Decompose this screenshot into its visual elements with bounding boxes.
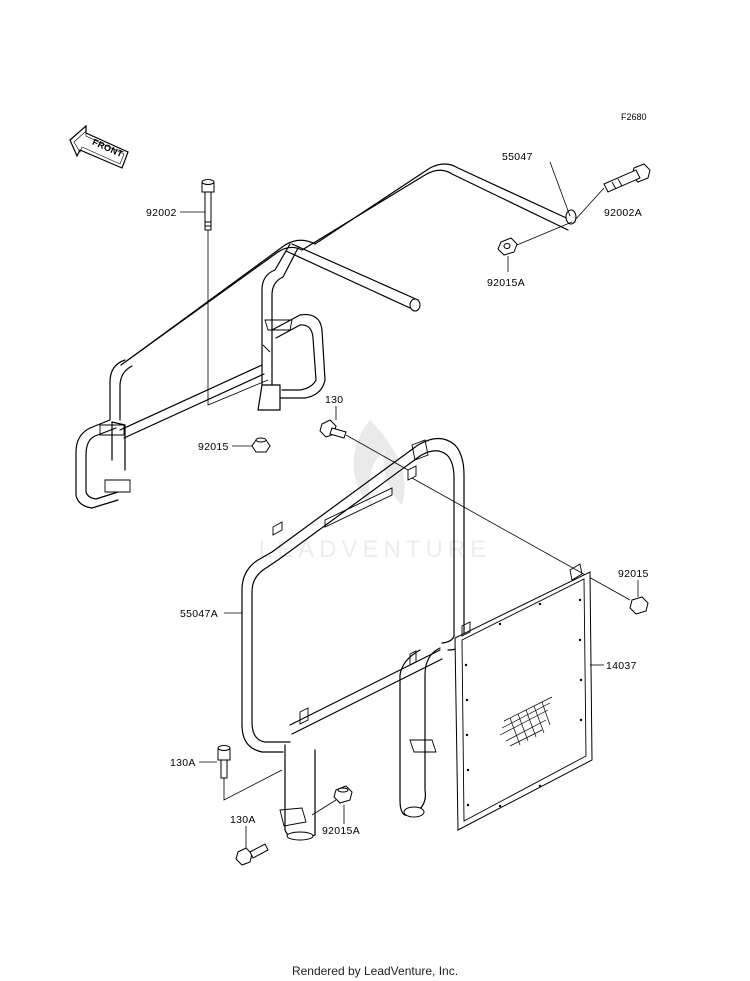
callout-130A-top: 130A <box>170 757 196 769</box>
leader-92015-right <box>411 477 631 601</box>
nut-92015A-bottom <box>333 785 353 804</box>
leader-92002-shaft <box>207 230 269 406</box>
callout-92002A: 92002A <box>604 207 642 219</box>
nut-92015A-upper <box>497 237 518 256</box>
roll-bar-rear <box>75 163 577 509</box>
callout-130A-bottom: 130A <box>230 814 256 826</box>
bolt-92002 <box>201 179 215 231</box>
callout-92015-left: 92015 <box>198 441 229 453</box>
callout-92015A-bottom: 92015A <box>322 825 360 837</box>
watermark-text: LEADVENTURE <box>259 536 491 563</box>
leader-92015A-upper <box>516 221 573 246</box>
mesh-pattern <box>499 696 553 747</box>
bolt-130 <box>319 419 347 439</box>
nut-92015-left <box>251 437 271 453</box>
leader-55047 <box>549 161 571 217</box>
bolt-92002A <box>603 163 651 193</box>
callout-92015-right: 92015 <box>618 568 649 580</box>
callout-130: 130 <box>325 394 343 406</box>
callout-55047: 55047 <box>502 151 533 163</box>
mesh-screen <box>454 563 593 831</box>
figure-code: F2680 <box>621 112 647 122</box>
callout-14037: 14037 <box>606 660 637 672</box>
leader-130 <box>345 434 409 471</box>
front-arrow-icon: FRONT <box>69 124 129 169</box>
leader-92002A <box>574 187 605 221</box>
leader-92015A-bottom <box>311 799 337 816</box>
leader-130A <box>223 769 283 801</box>
footer-credit: Rendered by LeadVenture, Inc. <box>291 964 459 978</box>
callout-92015A: 92015A <box>487 277 525 289</box>
callout-55047A: 55047A <box>180 608 218 620</box>
bolt-130A-bottom <box>235 843 269 866</box>
callout-92002: 92002 <box>146 207 177 219</box>
screen-rivets <box>464 598 583 808</box>
watermark: LEADVENTURE <box>259 420 491 563</box>
roll-bar-front <box>241 437 465 841</box>
bolt-130A-top <box>217 745 231 779</box>
nut-92015-right <box>629 596 649 615</box>
